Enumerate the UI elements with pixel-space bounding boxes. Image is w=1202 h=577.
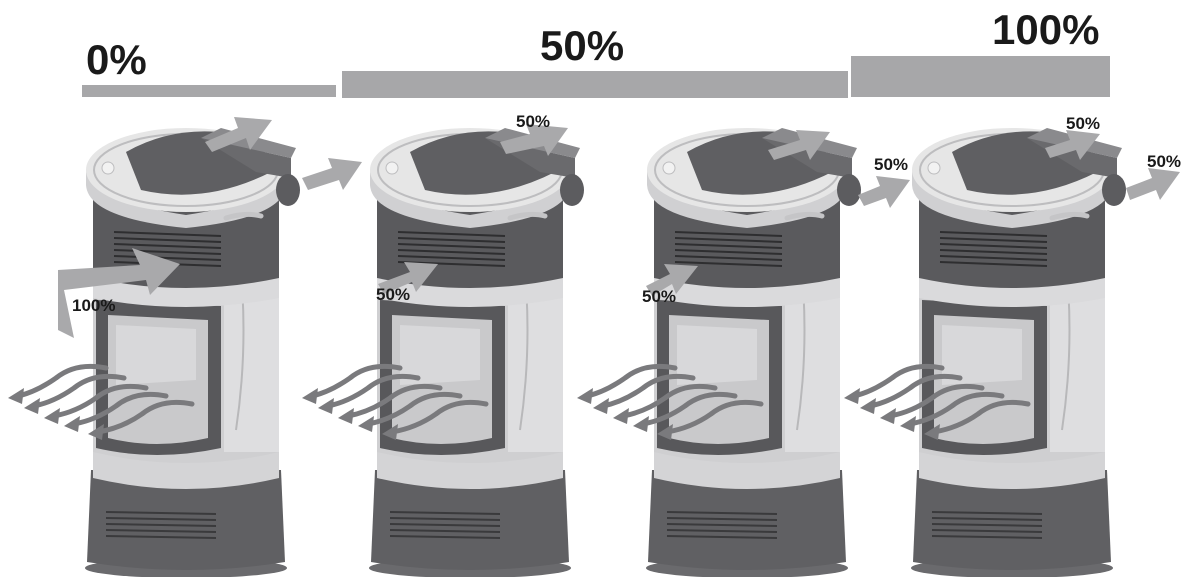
airflow-arrow-icon: [768, 130, 830, 160]
stove2-top-label: 50%: [516, 112, 550, 131]
airflow-arrow-icon: [646, 264, 698, 296]
stove3-front-label: 50%: [642, 287, 676, 306]
stove1-front-label: 100%: [72, 296, 115, 315]
stove-icon: [577, 128, 861, 577]
stove-icon: [302, 128, 584, 577]
airflow-arrow-icon: [205, 117, 272, 152]
level-label-0: 0%: [86, 36, 147, 83]
stove4-top-label: 50%: [1066, 114, 1100, 133]
airflow-arrow-icon: [302, 158, 362, 190]
level-bar-50: [342, 71, 848, 98]
airflow-arrow-icon: [1126, 168, 1180, 200]
level-bar-0: [82, 85, 336, 97]
airflow-arrow-icon: [58, 248, 180, 338]
airflow-arrow-icon: [1045, 130, 1100, 160]
airflow-arrow-icon: [500, 124, 568, 156]
level-label-100: 100%: [992, 6, 1100, 53]
airflow-arrow-icon: [858, 176, 910, 208]
stove-icon: [8, 128, 300, 577]
stove4-rear-label: 50%: [1147, 152, 1181, 171]
stove3-rear-label: 50%: [874, 155, 908, 174]
level-label-50: 50%: [540, 22, 625, 69]
level-bar-100: [851, 56, 1110, 97]
airflow-arrow-icon: [378, 262, 438, 294]
stove2-front-label: 50%: [376, 285, 410, 304]
